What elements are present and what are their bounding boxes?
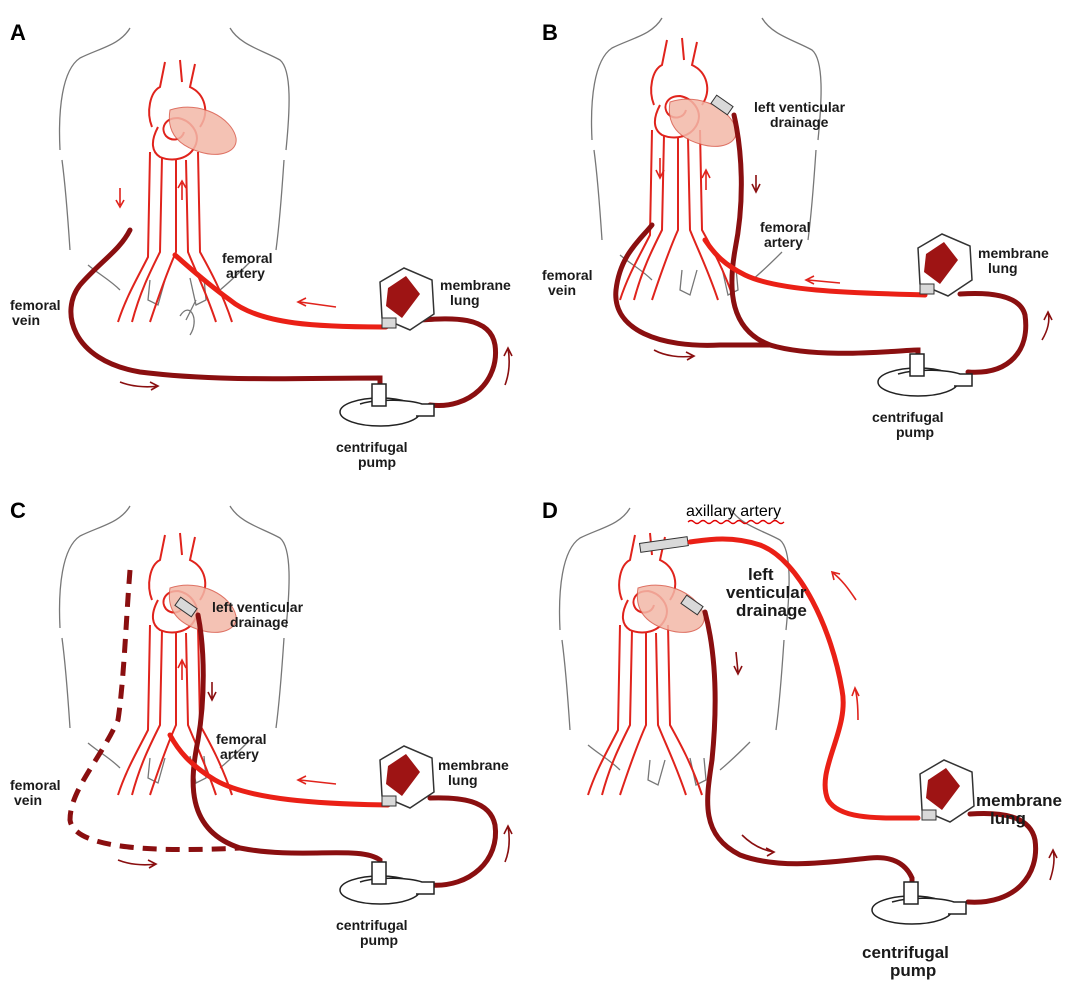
label-centrifugal-pump-d: centrifugal pump	[862, 943, 954, 980]
label-femoral-artery-c: femoral artery	[216, 731, 270, 762]
lv-cannula-c	[174, 596, 198, 618]
flow-arrow-a-4	[119, 381, 160, 391]
panel-c: C left venticular drainage femoral arter…	[10, 498, 513, 948]
flow-arrow-c-1	[177, 658, 187, 680]
panel-letter-c: C	[10, 498, 26, 523]
label-femoral-vein-b: femoral vein	[542, 267, 596, 298]
membrane-lung-d	[919, 759, 975, 823]
panel-letter-d: D	[542, 498, 558, 523]
pump-to-lung-line-b	[957, 291, 1029, 375]
flow-arrow-c-3	[296, 775, 337, 785]
lv-cannula-b	[710, 94, 734, 116]
flow-arrow-d-1	[830, 570, 857, 601]
aorta-iliac-c	[117, 532, 233, 796]
flow-arrow-d-5	[1048, 848, 1058, 881]
label-femoral-vein-c: femoral vein	[10, 777, 64, 808]
panel-letter-a: A	[10, 20, 26, 45]
aorta-iliac-b	[619, 37, 735, 301]
label-membrane-lung-d: membrane lung	[976, 791, 1067, 828]
flow-arrow-c-2	[207, 682, 217, 702]
flow-arrow-a-3	[296, 297, 337, 308]
heart-a	[168, 106, 237, 155]
flow-arrow-b-5	[653, 349, 696, 361]
panel-d: D axillary artery left venticular draina…	[542, 498, 1067, 980]
flow-arrow-a-2	[177, 179, 187, 200]
flow-arrow-c-4	[117, 859, 158, 869]
centrifugal-pump-d	[871, 881, 967, 925]
venous-line-lv-b	[729, 112, 921, 363]
lv-cannula-d	[680, 594, 704, 616]
panel-a: A femoral artery femoral vein membrane l…	[10, 20, 515, 470]
flow-arrow-a-1	[115, 188, 125, 209]
venous-line-lv-d	[702, 609, 915, 891]
centrifugal-pump-b	[877, 353, 973, 397]
pump-to-lung-line-a	[417, 316, 499, 409]
flow-arrow-a-5	[503, 346, 513, 386]
aorta-iliac-d	[587, 532, 703, 796]
centrifugal-pump-c	[339, 861, 435, 905]
label-lv-drainage-c: left venticular drainage	[212, 599, 307, 630]
label-centrifugal-pump-c: centrifugal pump	[336, 917, 411, 948]
pump-to-lung-line-d	[965, 811, 1039, 905]
panel-b: B left venticular drainage femoral arter…	[542, 17, 1053, 440]
centrifugal-pump-a	[339, 383, 435, 427]
flow-arrow-c-5	[503, 824, 513, 863]
pelvis-sketch-a	[179, 299, 197, 336]
label-lv-drainage-b: left venticular drainage	[754, 99, 849, 130]
label-femoral-artery-a: femoral artery	[222, 250, 276, 281]
label-centrifugal-pump-b: centrifugal pump	[872, 409, 947, 440]
flow-arrow-b-3	[751, 175, 761, 194]
membrane-lung-b	[917, 233, 973, 297]
panel-letter-b: B	[542, 20, 558, 45]
flow-arrow-d-3	[733, 651, 743, 676]
label-femoral-artery-b: femoral artery	[760, 219, 814, 250]
label-membrane-lung-c: membrane lung	[438, 757, 513, 788]
flow-arrow-d-4	[741, 834, 776, 857]
arterial-return-line-a	[172, 252, 389, 330]
membrane-lung-c	[379, 745, 435, 809]
spellcheck-underline-d	[687, 519, 785, 525]
flow-arrow-b-2	[701, 168, 711, 190]
label-axillary-artery-d: axillary artery	[686, 503, 781, 520]
flow-arrow-b-1	[655, 158, 665, 180]
flow-arrow-b-4	[804, 275, 841, 285]
venous-line-femoral-b	[613, 222, 773, 348]
pump-to-lung-line-c	[427, 795, 499, 888]
aorta-iliac-a	[117, 59, 233, 323]
label-femoral-vein-a: femoral vein	[10, 297, 64, 328]
flow-arrow-d-2	[851, 686, 860, 721]
torso-outline-d	[558, 507, 790, 786]
arterial-return-line-c	[167, 732, 391, 808]
label-membrane-lung-b: membrane lung	[978, 245, 1053, 276]
label-lv-drainage-d: left venticular drainage	[726, 565, 811, 620]
label-membrane-lung-a: membrane lung	[440, 277, 515, 308]
flow-arrow-b-6	[1041, 310, 1053, 341]
arterial-return-line-b	[702, 237, 928, 298]
venous-line-lv-c	[190, 612, 383, 873]
arterial-return-axillary-d	[687, 536, 921, 821]
venous-line-femoral-dashed-c	[67, 569, 241, 853]
label-centrifugal-pump-a: centrifugal pump	[336, 439, 411, 470]
venous-line-a	[68, 227, 383, 395]
